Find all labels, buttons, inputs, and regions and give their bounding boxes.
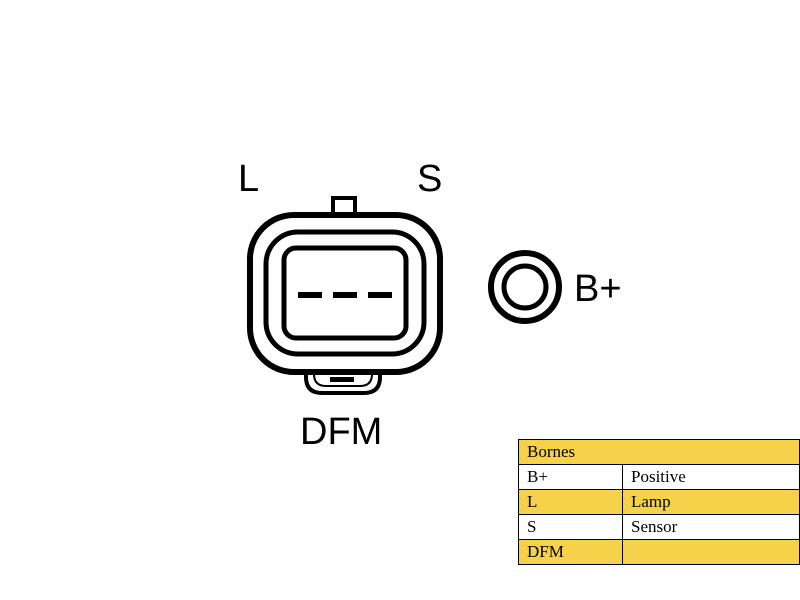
pin-center — [333, 292, 357, 298]
connector-socket — [281, 245, 409, 341]
legend-meaning: Sensor — [622, 514, 800, 540]
legend-title-row: Bornes — [518, 439, 800, 465]
legend-row: L Lamp — [518, 489, 800, 515]
terminal-legend-table: Bornes B+ Positive L Lamp S Sensor DFM — [518, 439, 800, 565]
pin-label-l: L — [238, 158, 260, 200]
pin-l — [298, 292, 322, 298]
legend-row: S Sensor — [518, 514, 800, 540]
legend-row: B+ Positive — [518, 464, 800, 490]
legend-meaning — [622, 539, 800, 565]
dfm-pin — [330, 377, 354, 382]
legend-code: S — [518, 514, 623, 540]
legend-code: B+ — [518, 464, 623, 490]
pin-label-dfm: DFM — [300, 411, 383, 453]
legend-code: DFM — [518, 539, 623, 565]
pin-label-b-plus: B+ — [574, 268, 622, 310]
legend-meaning: Lamp — [622, 489, 800, 515]
legend-code: L — [518, 489, 623, 515]
pin-s — [368, 292, 392, 298]
b-plus-terminal-inner — [501, 263, 549, 311]
pin-label-s: S — [417, 158, 443, 200]
connector-housing-middle — [263, 229, 427, 357]
legend-title: Bornes — [518, 439, 800, 465]
legend-row: DFM — [518, 539, 800, 565]
legend-meaning: Positive — [622, 464, 800, 490]
dfm-latch-inner — [313, 362, 373, 387]
